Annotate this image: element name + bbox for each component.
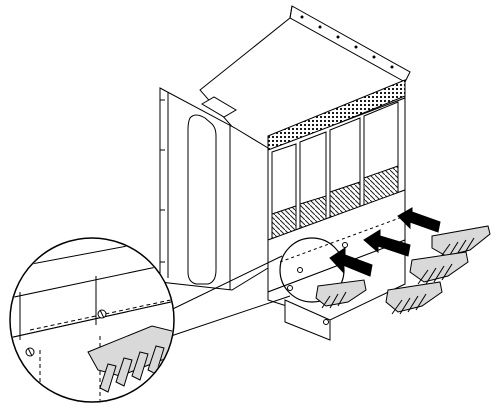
- detail-comb-bracket: [87, 325, 173, 393]
- callout-target-circle: [279, 237, 345, 303]
- insertion-arrows: [329, 207, 441, 277]
- magnifier-callout: [9, 237, 175, 403]
- comb-bracket-2: [409, 251, 469, 285]
- comb-bracket-4: [315, 279, 367, 309]
- insertion-arrow-2: [363, 229, 411, 257]
- chassis-side-panel: [159, 87, 269, 291]
- comb-brackets: [315, 225, 491, 315]
- insertion-arrow-1: [397, 207, 441, 233]
- card-slots: [267, 97, 406, 241]
- comb-bracket-3: [385, 281, 443, 315]
- front-vent-grill: [267, 79, 406, 153]
- top-panel-holes: [300, 15, 394, 69]
- insertion-arrow-3: [329, 247, 373, 277]
